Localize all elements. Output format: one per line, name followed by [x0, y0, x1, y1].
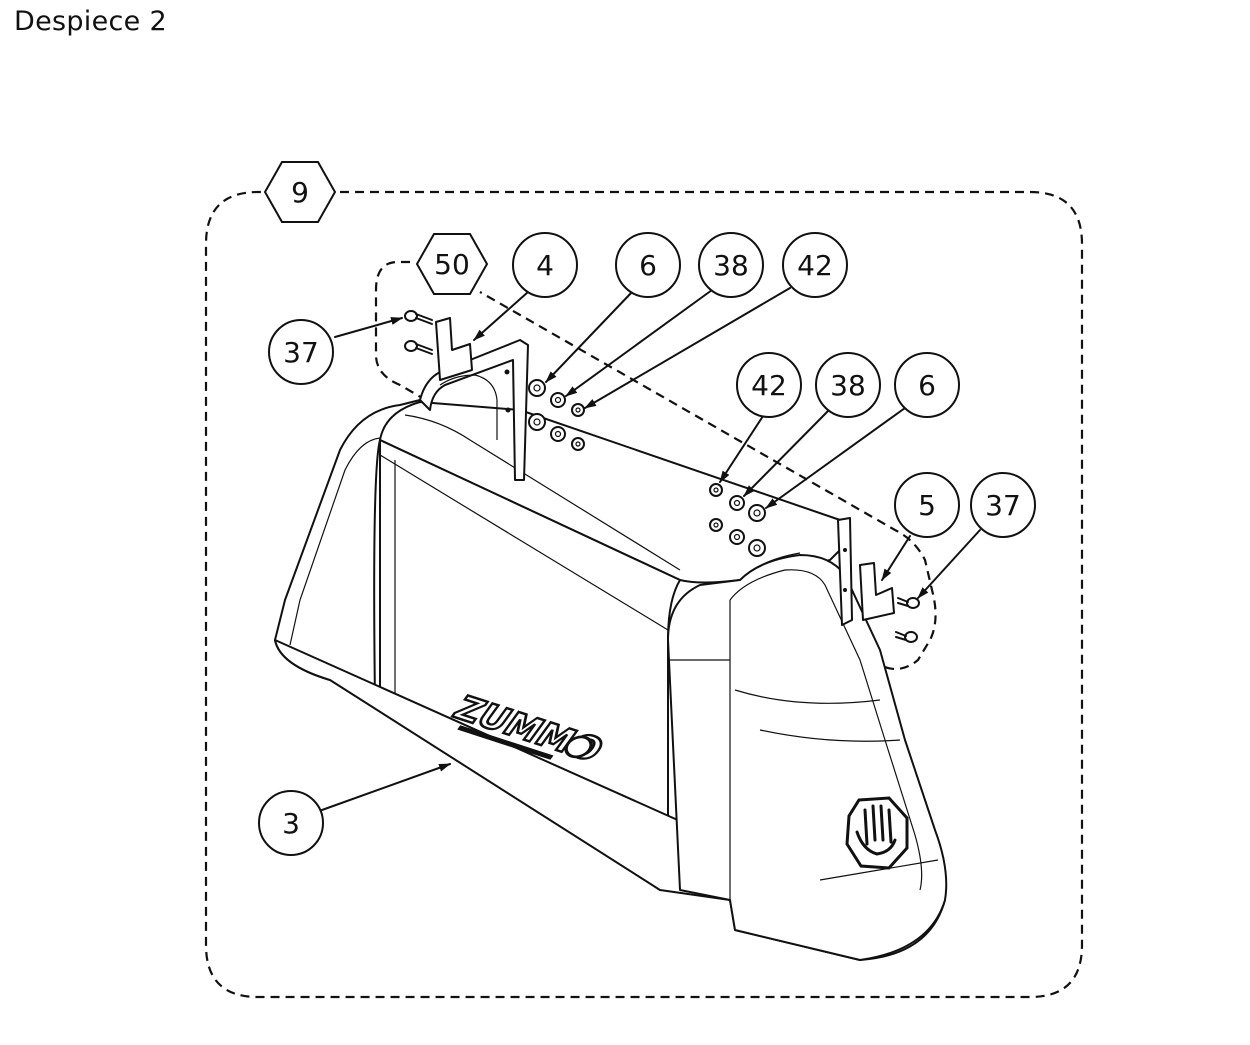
callout-6-top: 6 — [615, 232, 681, 298]
screw-part-37-left — [404, 310, 433, 355]
hand-stop-icon — [845, 796, 909, 870]
svg-text:6: 6 — [639, 249, 657, 282]
bracket-part-5 — [837, 517, 895, 626]
housing-part-3 — [274, 399, 948, 961]
svg-text:38: 38 — [713, 249, 749, 282]
callout-37-right: 37 — [970, 472, 1036, 538]
callout-38-mid: 38 — [815, 352, 881, 418]
svg-text:37: 37 — [985, 489, 1021, 522]
group-50-boundary — [374, 260, 937, 671]
svg-text:37: 37 — [283, 336, 319, 369]
svg-text:50: 50 — [434, 248, 470, 281]
callout-9: 9 — [263, 161, 337, 223]
callout-6-mid: 6 — [894, 352, 960, 418]
callout-3: 3 — [258, 790, 324, 856]
callout-38-top: 38 — [698, 232, 764, 298]
svg-text:42: 42 — [797, 249, 833, 282]
bracket-part-4 — [419, 317, 529, 481]
svg-text:3: 3 — [282, 807, 300, 840]
callout-42-top: 42 — [782, 232, 848, 298]
svg-text:4: 4 — [536, 249, 554, 282]
page-title: Despiece 2 — [14, 6, 167, 37]
screw-part-37-right — [895, 597, 920, 643]
svg-text:38: 38 — [830, 369, 866, 402]
svg-text:42: 42 — [751, 369, 787, 402]
hardware-cluster-left — [528, 379, 585, 451]
callout-50: 50 — [415, 233, 489, 295]
callout-37-left: 37 — [268, 319, 334, 385]
callout-42-mid: 42 — [736, 352, 802, 418]
leader-lines — [321, 287, 981, 811]
callout-5: 5 — [894, 472, 960, 538]
hardware-cluster-right — [709, 483, 766, 557]
svg-text:5: 5 — [918, 489, 936, 522]
svg-text:9: 9 — [291, 176, 309, 209]
svg-text:6: 6 — [918, 369, 936, 402]
callout-4: 4 — [512, 232, 578, 298]
